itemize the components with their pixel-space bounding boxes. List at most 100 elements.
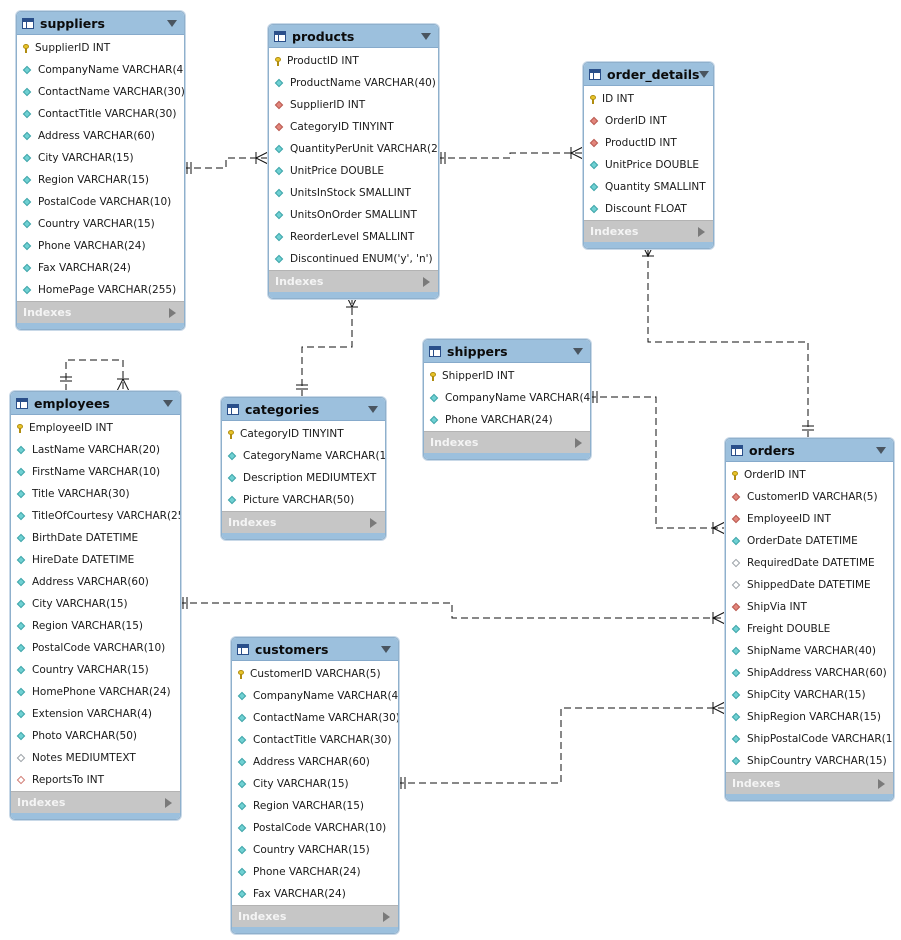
table-column[interactable]: HireDate DATETIME — [11, 549, 180, 571]
table-column[interactable]: Discontinued ENUM('y', 'n') — [269, 248, 438, 270]
table-column[interactable]: QuantityPerUnit VARCHAR(20) — [269, 138, 438, 160]
indexes-section[interactable]: Indexes — [726, 772, 893, 794]
table-column[interactable]: ShipAddress VARCHAR(60) — [726, 662, 893, 684]
table-column[interactable]: Address VARCHAR(60) — [232, 751, 398, 773]
table-header-categories[interactable]: categories — [222, 398, 385, 421]
table-column[interactable]: UnitsInStock SMALLINT — [269, 182, 438, 204]
table-column[interactable]: ShipRegion VARCHAR(15) — [726, 706, 893, 728]
table-column[interactable]: CustomerID VARCHAR(5) — [232, 663, 398, 685]
table-column[interactable]: Region VARCHAR(15) — [232, 795, 398, 817]
table-column[interactable]: FirstName VARCHAR(10) — [11, 461, 180, 483]
table-column[interactable]: Extension VARCHAR(4) — [11, 703, 180, 725]
table-column[interactable]: HomePhone VARCHAR(24) — [11, 681, 180, 703]
table-header-shippers[interactable]: shippers — [424, 340, 590, 363]
table-column[interactable]: ShipVia INT — [726, 596, 893, 618]
table-column[interactable]: ProductID INT — [269, 50, 438, 72]
table-column[interactable]: CompanyName VARCHAR(40) — [232, 685, 398, 707]
expand-arrow-icon[interactable] — [878, 778, 885, 789]
expand-arrow-icon[interactable] — [169, 307, 176, 318]
table-column[interactable]: Address VARCHAR(60) — [17, 125, 184, 147]
table-column[interactable]: Country VARCHAR(15) — [232, 839, 398, 861]
collapse-arrow-icon[interactable] — [381, 645, 391, 653]
table-column[interactable]: ShipCity VARCHAR(15) — [726, 684, 893, 706]
table-column[interactable]: CategoryID TINYINT — [269, 116, 438, 138]
table-column[interactable]: PostalCode VARCHAR(10) — [232, 817, 398, 839]
table-header-products[interactable]: products — [269, 25, 438, 48]
table-header-orders[interactable]: orders — [726, 439, 893, 462]
table-column[interactable]: Notes MEDIUMTEXT — [11, 747, 180, 769]
table-column[interactable]: TitleOfCourtesy VARCHAR(25) — [11, 505, 180, 527]
table-column[interactable]: ReorderLevel SMALLINT — [269, 226, 438, 248]
table-header-order-details[interactable]: order_details — [584, 63, 713, 86]
table-column[interactable]: CategoryName VARCHAR(15) — [222, 445, 385, 467]
table-column[interactable]: Fax VARCHAR(24) — [232, 883, 398, 905]
table-column[interactable]: Picture VARCHAR(50) — [222, 489, 385, 511]
table-column[interactable]: OrderID INT — [584, 110, 713, 132]
table-column[interactable]: Quantity SMALLINT — [584, 176, 713, 198]
table-column[interactable]: Title VARCHAR(30) — [11, 483, 180, 505]
table-column[interactable]: HomePage VARCHAR(255) — [17, 279, 184, 301]
table-column[interactable]: Phone VARCHAR(24) — [17, 235, 184, 257]
expand-arrow-icon[interactable] — [370, 517, 377, 528]
table-column[interactable]: Discount FLOAT — [584, 198, 713, 220]
table-column[interactable]: Freight DOUBLE — [726, 618, 893, 640]
table-column[interactable]: CompanyName VARCHAR(40) — [424, 387, 590, 409]
table-column[interactable]: ContactName VARCHAR(30) — [17, 81, 184, 103]
table-column[interactable]: ContactTitle VARCHAR(30) — [232, 729, 398, 751]
table-column[interactable]: SupplierID INT — [17, 37, 184, 59]
table-column[interactable]: ShippedDate DATETIME — [726, 574, 893, 596]
table-column[interactable]: PostalCode VARCHAR(10) — [17, 191, 184, 213]
collapse-arrow-icon[interactable] — [368, 405, 378, 413]
table-column[interactable]: ProductID INT — [584, 132, 713, 154]
table-column[interactable]: Description MEDIUMTEXT — [222, 467, 385, 489]
table-column[interactable]: CompanyName VARCHAR(40) — [17, 59, 184, 81]
table-column[interactable]: OrderID INT — [726, 464, 893, 486]
table-header-customers[interactable]: customers — [232, 638, 398, 661]
table-column[interactable]: SupplierID INT — [269, 94, 438, 116]
indexes-section[interactable]: Indexes — [424, 431, 590, 453]
table-column[interactable]: UnitPrice DOUBLE — [584, 154, 713, 176]
table-column[interactable]: LastName VARCHAR(20) — [11, 439, 180, 461]
indexes-section[interactable]: Indexes — [222, 511, 385, 533]
table-header-suppliers[interactable]: suppliers — [17, 12, 184, 35]
table-column[interactable]: CustomerID VARCHAR(5) — [726, 486, 893, 508]
table-column[interactable]: UnitPrice DOUBLE — [269, 160, 438, 182]
expand-arrow-icon[interactable] — [383, 911, 390, 922]
table-column[interactable]: ShipPostalCode VARCHAR(10) — [726, 728, 893, 750]
expand-arrow-icon[interactable] — [423, 276, 430, 287]
table-column[interactable]: PostalCode VARCHAR(10) — [11, 637, 180, 659]
table-column[interactable]: ShipperID INT — [424, 365, 590, 387]
expand-arrow-icon[interactable] — [698, 226, 705, 237]
table-column[interactable]: RequiredDate DATETIME — [726, 552, 893, 574]
table-column[interactable]: ProductName VARCHAR(40) — [269, 72, 438, 94]
table-column[interactable]: CategoryID TINYINT — [222, 423, 385, 445]
collapse-arrow-icon[interactable] — [163, 399, 173, 407]
expand-arrow-icon[interactable] — [575, 437, 582, 448]
indexes-section[interactable]: Indexes — [584, 220, 713, 242]
table-column[interactable]: ContactName VARCHAR(30) — [232, 707, 398, 729]
indexes-section[interactable]: Indexes — [269, 270, 438, 292]
indexes-section[interactable]: Indexes — [17, 301, 184, 323]
table-column[interactable]: Address VARCHAR(60) — [11, 571, 180, 593]
table-column[interactable]: UnitsOnOrder SMALLINT — [269, 204, 438, 226]
table-column[interactable]: City VARCHAR(15) — [17, 147, 184, 169]
collapse-arrow-icon[interactable] — [421, 32, 431, 40]
table-column[interactable]: Country VARCHAR(15) — [17, 213, 184, 235]
table-column[interactable]: City VARCHAR(15) — [232, 773, 398, 795]
table-column[interactable]: ShipCountry VARCHAR(15) — [726, 750, 893, 772]
table-column[interactable]: Photo VARCHAR(50) — [11, 725, 180, 747]
table-header-employees[interactable]: employees — [11, 392, 180, 415]
table-column[interactable]: EmployeeID INT — [726, 508, 893, 530]
table-column[interactable]: Country VARCHAR(15) — [11, 659, 180, 681]
table-column[interactable]: EmployeeID INT — [11, 417, 180, 439]
table-column[interactable]: ContactTitle VARCHAR(30) — [17, 103, 184, 125]
table-column[interactable]: Region VARCHAR(15) — [11, 615, 180, 637]
indexes-section[interactable]: Indexes — [232, 905, 398, 927]
collapse-arrow-icon[interactable] — [167, 19, 177, 27]
